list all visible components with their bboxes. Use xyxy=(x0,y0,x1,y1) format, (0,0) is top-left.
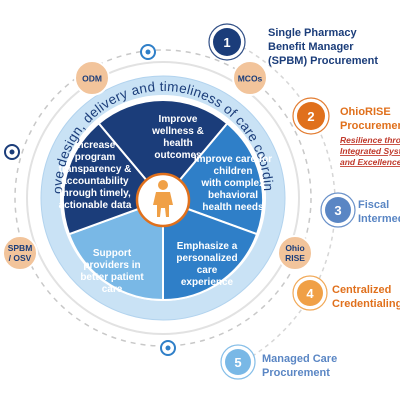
person-icon xyxy=(153,180,173,217)
outer-arc-right xyxy=(227,39,336,361)
step-title: FiscalIntermediary xyxy=(358,199,400,225)
svg-text:SPBM/ OSV: SPBM/ OSV xyxy=(8,243,33,263)
segment-providers xyxy=(67,198,164,302)
step-title: OhioRISEProcurement xyxy=(340,106,400,132)
svg-text:MCOs: MCOs xyxy=(238,74,263,84)
badge-mcos: MCOs xyxy=(232,60,268,96)
step-number-badge xyxy=(225,349,251,375)
segment-wellness xyxy=(97,99,229,202)
step-number-badge xyxy=(213,28,241,56)
step-number-badge xyxy=(325,197,351,223)
step-number-badge xyxy=(297,280,323,306)
step-number-badge xyxy=(297,102,325,130)
step-2: 2 OhioRISEProcurementResilience throughIn… xyxy=(292,97,400,167)
target-icon xyxy=(160,340,176,356)
segment-experience xyxy=(162,198,259,302)
target-icon xyxy=(140,44,156,60)
step-subtitle: Resilience throughIntegrated Systemsand … xyxy=(340,135,400,167)
step-number: 1 xyxy=(223,35,230,50)
svg-text:ODM: ODM xyxy=(82,74,102,84)
badge-spbm: SPBM/ OSV xyxy=(2,235,38,271)
step-number: 2 xyxy=(307,109,314,124)
inner-gray-ring xyxy=(26,61,300,335)
badge-odm: ODM xyxy=(74,60,110,96)
step-number: 3 xyxy=(334,203,341,218)
step-number: 4 xyxy=(306,286,314,301)
svg-text:OhioRISE: OhioRISE xyxy=(285,243,305,263)
person-icon-group xyxy=(135,172,191,228)
step-number: 5 xyxy=(234,355,241,370)
target-icon xyxy=(4,144,20,160)
step-3: 3 FiscalIntermediary xyxy=(320,192,400,228)
